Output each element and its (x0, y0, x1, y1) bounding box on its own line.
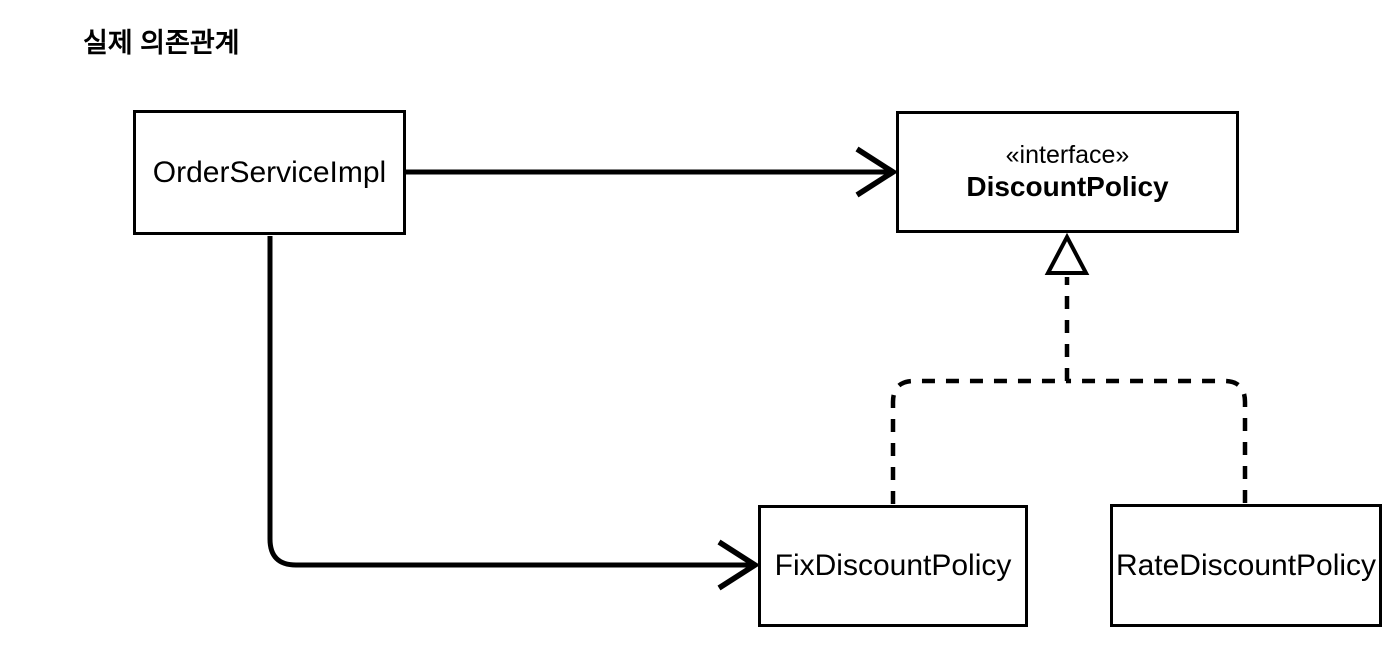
node-ratediscountpolicy-label: RateDiscountPolicy (1115, 548, 1377, 582)
node-discountpolicy-stereotype: «interface» (1005, 140, 1130, 169)
node-orderserviceimpl-label: OrderServiceImpl (152, 155, 387, 189)
node-orderserviceimpl: OrderServiceImpl (133, 110, 406, 235)
node-discountpolicy-label: DiscountPolicy (966, 171, 1169, 203)
realization-hollow-triangle-icon (1044, 232, 1090, 275)
realization-line-ratediscountpolicy (1067, 378, 1248, 503)
realization-line-fixdiscountpolicy (890, 378, 1067, 504)
arrowhead-order-to-fixdiscountpolicy-icon (717, 539, 761, 591)
node-fixdiscountpolicy: FixDiscountPolicy (758, 505, 1028, 627)
dependency-line-order-to-fixdiscountpolicy (267, 236, 751, 568)
diagram-title: 실제 의존관계 (83, 28, 240, 58)
node-discountpolicy-interface: «interface» DiscountPolicy (896, 111, 1239, 233)
node-fixdiscountpolicy-label: FixDiscountPolicy (774, 549, 1012, 583)
arrowhead-order-to-discountpolicy-icon (855, 146, 899, 198)
node-ratediscountpolicy: RateDiscountPolicy (1110, 504, 1382, 627)
